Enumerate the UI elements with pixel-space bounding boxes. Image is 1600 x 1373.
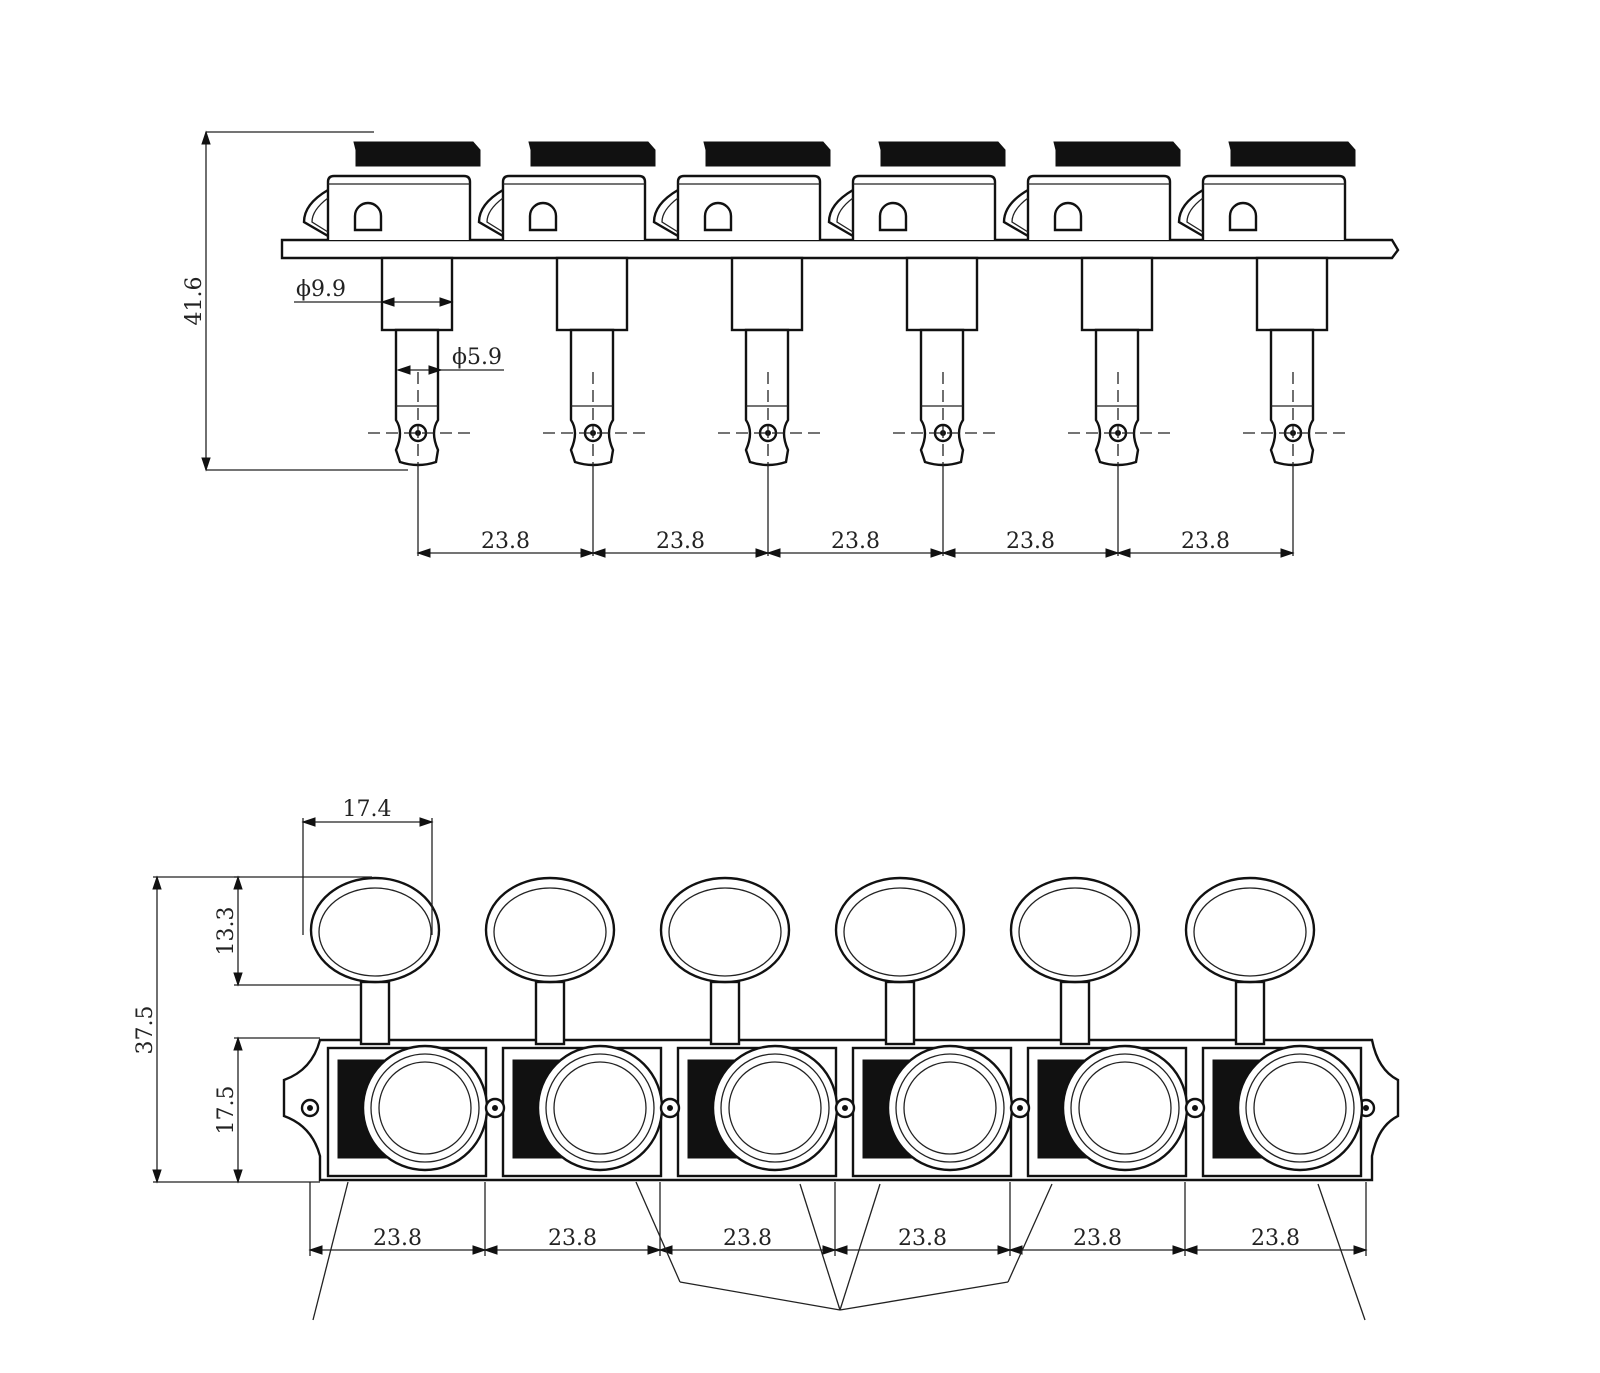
top-bushing: [886, 1044, 1014, 1172]
top-tuner: [834, 876, 1014, 1178]
top-pitch-label: 23.8: [1251, 1226, 1300, 1251]
side-worm-hole: [1053, 201, 1083, 232]
side-worm-hole: [353, 201, 383, 232]
leader-lines: [312, 1181, 1366, 1321]
plate-height-dimension: 17.5: [214, 1036, 320, 1184]
side-view: 41.6 ϕ9.9 ϕ5.9 23.8 23.8 23.8 23.8 23.8: [182, 130, 1400, 558]
side-worm-hole: [878, 201, 908, 232]
top-bushing: [361, 1044, 489, 1172]
top-stem: [359, 980, 391, 1046]
plate-height-label: 17.5: [214, 1086, 239, 1135]
knob-width-dimension: 17.4: [301, 797, 434, 935]
top-stem: [1059, 980, 1091, 1046]
top-stem: [884, 980, 916, 1046]
top-stem: [709, 980, 741, 1046]
knob-width-label: 17.4: [343, 797, 392, 822]
top-tuner: [1009, 876, 1189, 1178]
height-dimension: 41.6: [182, 130, 408, 472]
side-post: [394, 328, 440, 467]
side-housing: [676, 174, 822, 240]
top-pitch-dimensions: 23.8 23.8 23.8 23.8 23.8 23.8: [308, 1182, 1368, 1256]
collar-diameter-label: ϕ9.9: [296, 277, 346, 302]
top-knob: [659, 876, 791, 984]
side-collar: [380, 256, 454, 332]
top-stem: [534, 980, 566, 1046]
knob-height-dimension: 13.3: [214, 875, 372, 987]
side-collar: [1080, 256, 1154, 332]
top-pitch-label: 23.8: [1073, 1226, 1122, 1251]
side-knob: [353, 141, 481, 167]
side-worm-hole: [1228, 201, 1258, 232]
side-housing: [851, 174, 997, 240]
total-height-label: 37.5: [133, 1006, 158, 1055]
top-bushing: [711, 1044, 839, 1172]
top-knob: [1009, 876, 1141, 984]
side-knob: [1228, 141, 1356, 167]
top-bushing: [1061, 1044, 1189, 1172]
top-knob: [1184, 876, 1316, 984]
top-stem: [1234, 980, 1266, 1046]
side-pitch-label: 23.8: [1181, 529, 1230, 554]
post-diameter-label: ϕ5.9: [452, 345, 502, 370]
side-pitch-label: 23.8: [831, 529, 880, 554]
top-bushing: [1236, 1044, 1364, 1172]
side-knob: [878, 141, 1006, 167]
side-collar: [905, 256, 979, 332]
top-tuner: [1184, 876, 1364, 1178]
side-tuner: [302, 141, 481, 556]
side-post: [1094, 328, 1140, 467]
side-knob: [703, 141, 831, 167]
side-tuner: [1002, 141, 1181, 556]
side-post: [569, 328, 615, 467]
side-post: [919, 328, 965, 467]
side-housing: [501, 174, 647, 240]
top-tuner: [309, 876, 489, 1178]
top-pitch-label: 23.8: [548, 1226, 597, 1251]
top-pitch-label: 23.8: [373, 1226, 422, 1251]
total-height-dimension: 37.5: [133, 875, 320, 1184]
side-post: [1269, 328, 1315, 467]
side-collar: [730, 256, 804, 332]
side-pitch-label: 23.8: [656, 529, 705, 554]
side-tuner: [477, 141, 656, 556]
top-tuner: [484, 876, 664, 1178]
top-bushing: [536, 1044, 664, 1172]
collar-diameter-dimension: ϕ9.9: [294, 277, 454, 307]
side-housing: [1201, 174, 1347, 240]
top-pitch-label: 23.8: [898, 1226, 947, 1251]
side-knob: [528, 141, 656, 167]
side-collar: [1255, 256, 1329, 332]
side-pitch-label: 23.8: [1006, 529, 1055, 554]
top-pitch-label: 23.8: [723, 1226, 772, 1251]
side-pitch-dimensions: 23.8 23.8 23.8 23.8 23.8: [416, 529, 1295, 558]
side-tuner: [1177, 141, 1356, 556]
height-label: 41.6: [182, 277, 207, 326]
top-knob: [309, 876, 441, 984]
side-collar: [555, 256, 629, 332]
side-housing: [1026, 174, 1172, 240]
post-diameter-dimension: ϕ5.9: [396, 345, 504, 375]
side-worm-hole: [528, 201, 558, 232]
side-knob: [1053, 141, 1181, 167]
top-tuner: [659, 876, 839, 1178]
knob-height-label: 13.3: [214, 907, 239, 956]
side-housing: [326, 174, 472, 240]
side-worm-hole: [703, 201, 733, 232]
side-tuner: [652, 141, 831, 556]
side-pitch-label: 23.8: [481, 529, 530, 554]
top-knob: [834, 876, 966, 984]
side-post: [744, 328, 790, 467]
side-tuner: [827, 141, 1006, 556]
top-knob: [484, 876, 616, 984]
side-base-plate: [280, 238, 1400, 260]
